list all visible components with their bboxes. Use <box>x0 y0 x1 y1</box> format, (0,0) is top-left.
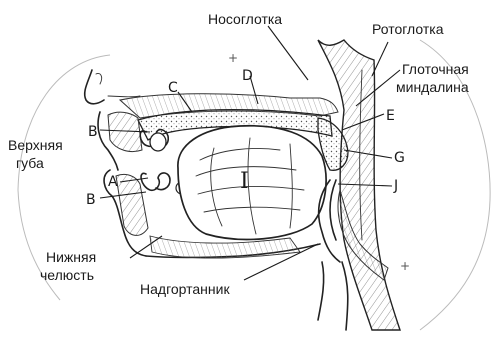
label-upper-lip-line1: Верхняя <box>8 137 63 153</box>
upper-lip-region <box>98 112 142 170</box>
letter-b-bottom: B <box>86 192 96 208</box>
label-lower-jaw-line2: челюсть <box>40 267 94 283</box>
letter-b-top: B <box>88 124 98 140</box>
svg-text:+: + <box>228 51 238 65</box>
label-pharyngeal-tonsil-line1: Глоточная <box>402 61 469 77</box>
letter-a: A <box>108 174 118 190</box>
label-lower-jaw-line1: Нижняя <box>46 249 96 265</box>
svg-text:+: + <box>400 259 410 273</box>
tongue <box>178 126 326 240</box>
letter-tongue-i: I <box>240 169 249 194</box>
label-nasopharynx: Носоглотка <box>208 11 282 27</box>
label-oropharynx: Ротоглотка <box>372 21 444 37</box>
letter-j: J <box>393 178 398 194</box>
letter-g: G <box>394 150 405 166</box>
label-epiglottis: Надгортанник <box>140 281 230 297</box>
letter-d: D <box>242 68 253 84</box>
label-upper-lip-line2: губа <box>16 155 44 171</box>
label-pharyngeal-tonsil-line2: миндалина <box>396 79 469 95</box>
letter-c: C <box>168 80 178 96</box>
letter-e: E <box>386 108 395 124</box>
